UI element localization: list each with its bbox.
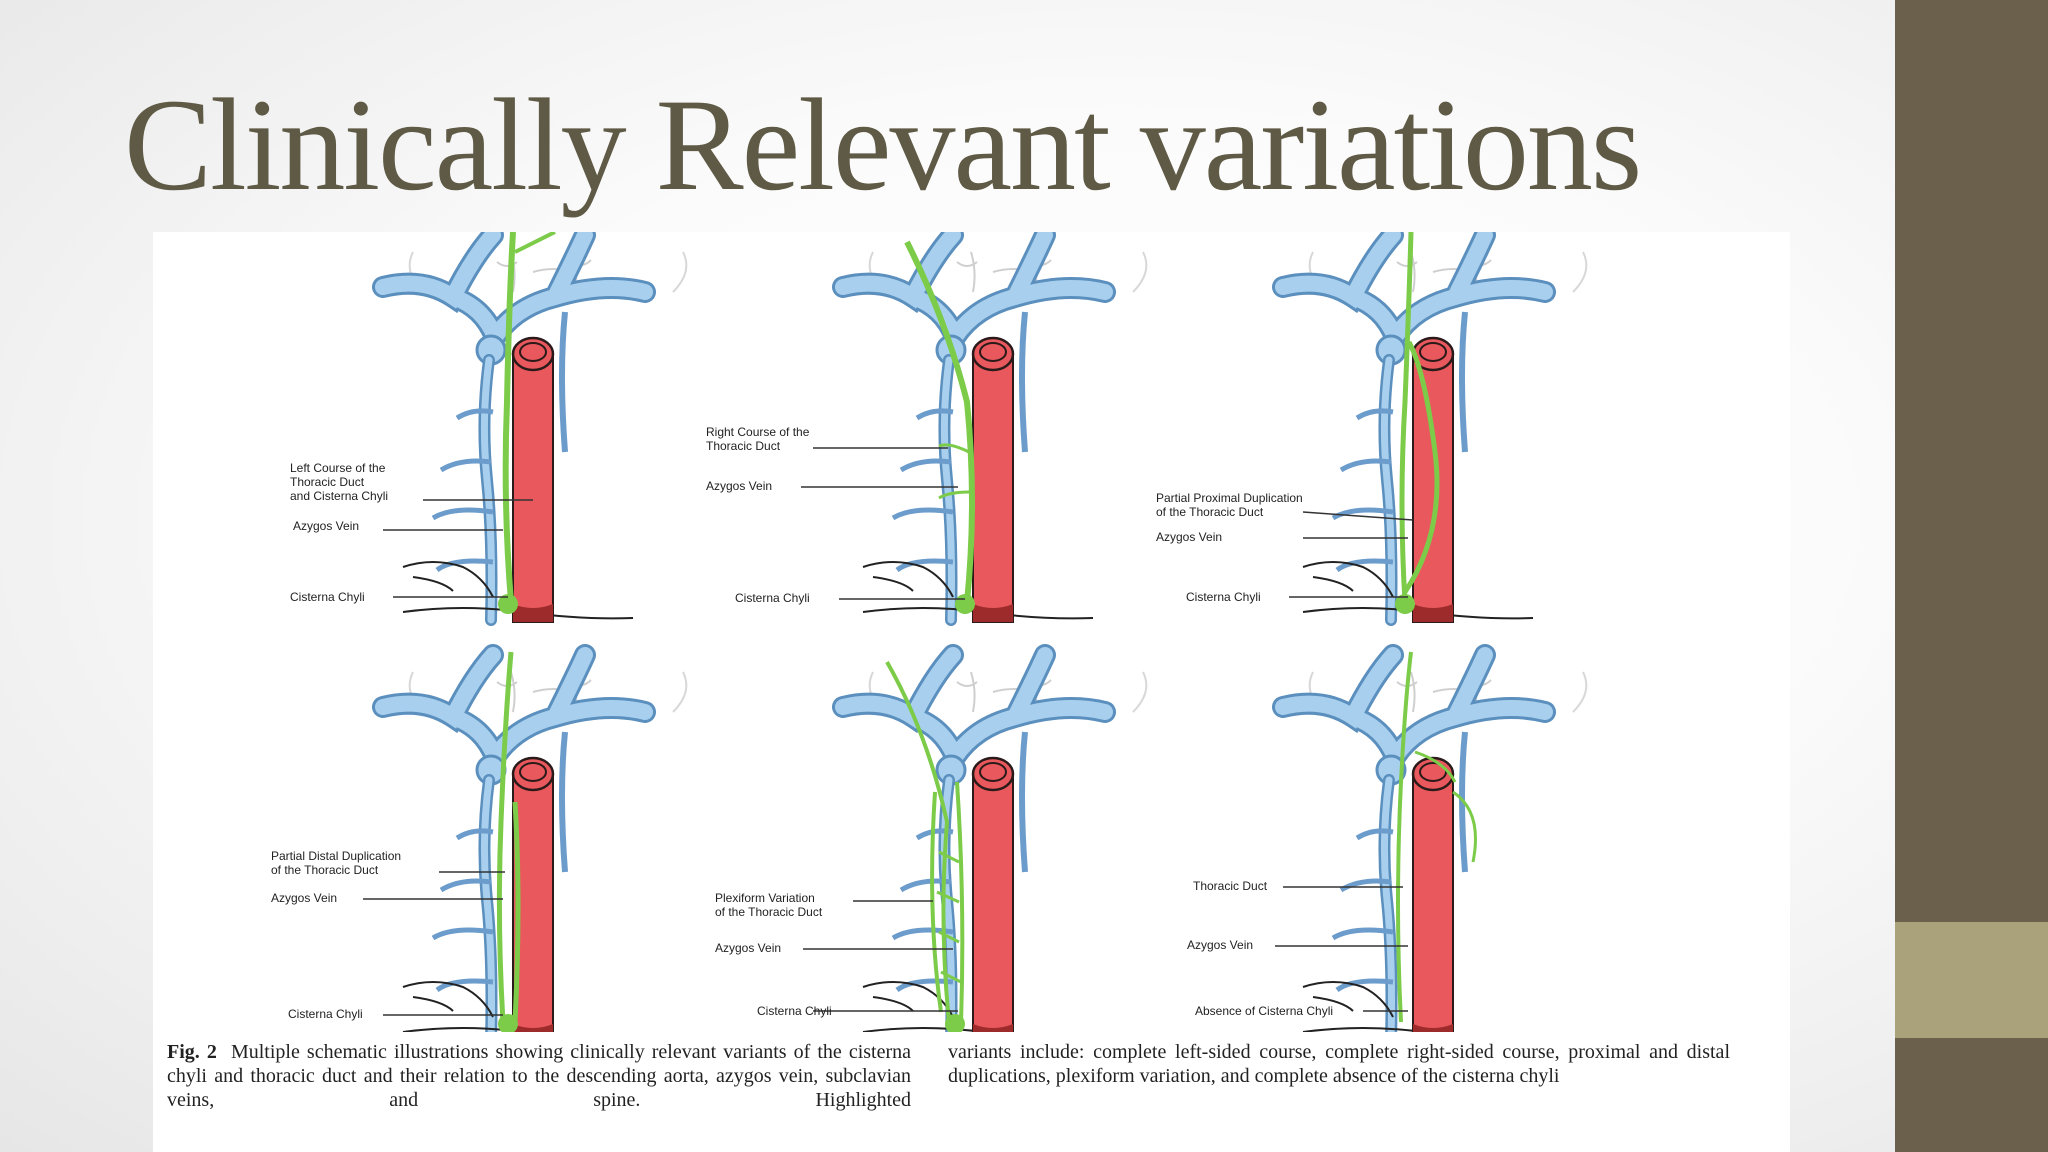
label-thoracic-duct-6: Thoracic Duct	[1193, 879, 1268, 893]
slide-title: Clinically Relevant variations	[124, 71, 1642, 218]
side-decor-accent	[1895, 922, 2048, 1038]
label-cisterna-chyli-1: Cisterna Chyli	[290, 590, 365, 604]
panel-proximal-duplication	[1283, 232, 1588, 622]
label-absence-cisterna: Absence of Cisterna Chyli	[1195, 1004, 1333, 1018]
figure-illustrations: Left Course of the Thoracic Duct and Cis…	[271, 232, 1588, 1032]
anatomy-figure: Left Course of the Thoracic Duct and Cis…	[153, 232, 1790, 1152]
label-right-course-1: Right Course of the	[706, 425, 810, 439]
label-distal-dup-2: of the Thoracic Duct	[271, 863, 379, 877]
label-azygos-vein-5: Azygos Vein	[715, 941, 781, 955]
label-left-course-1: Left Course of the	[290, 461, 386, 475]
label-cisterna-chyli-5: Cisterna Chyli	[757, 1004, 832, 1018]
panel-distal-duplication	[383, 652, 688, 1032]
label-azygos-vein-3: Azygos Vein	[1156, 530, 1222, 544]
figure-caption-right: variants include: complete left-sided co…	[948, 1041, 1730, 1087]
panel-right-course	[843, 235, 1148, 622]
label-left-course-3: and Cisterna Chyli	[290, 489, 388, 503]
label-cisterna-chyli-3: Cisterna Chyli	[1186, 590, 1261, 604]
label-azygos-vein-6: Azygos Vein	[1187, 938, 1253, 952]
label-distal-dup-1: Partial Distal Duplication	[271, 849, 401, 863]
label-plexiform-2: of the Thoracic Duct	[715, 905, 823, 919]
label-azygos-vein-1: Azygos Vein	[293, 519, 359, 533]
figure-caption-left-text: Multiple schematic illustrations showing…	[167, 1041, 912, 1111]
panel-plexiform	[843, 655, 1148, 1032]
label-azygos-vein-2: Azygos Vein	[706, 479, 772, 493]
label-right-course-2: Thoracic Duct	[706, 439, 781, 453]
label-cisterna-chyli-4: Cisterna Chyli	[288, 1007, 363, 1021]
label-proximal-dup-1: Partial Proximal Duplication	[1156, 491, 1303, 505]
label-azygos-vein-4: Azygos Vein	[271, 891, 337, 905]
panel-absent-cisterna	[1283, 652, 1588, 1032]
label-plexiform-1: Plexiform Variation	[715, 891, 815, 905]
label-cisterna-chyli-2: Cisterna Chyli	[735, 591, 810, 605]
figure-caption-label: Fig. 2	[167, 1041, 217, 1063]
figure-caption-left: Fig. 2 Multiple schematic illustrations …	[167, 1040, 911, 1112]
label-proximal-dup-2: of the Thoracic Duct	[1156, 505, 1264, 519]
panel-left-course	[383, 232, 688, 622]
label-left-course-2: Thoracic Duct	[290, 475, 365, 489]
